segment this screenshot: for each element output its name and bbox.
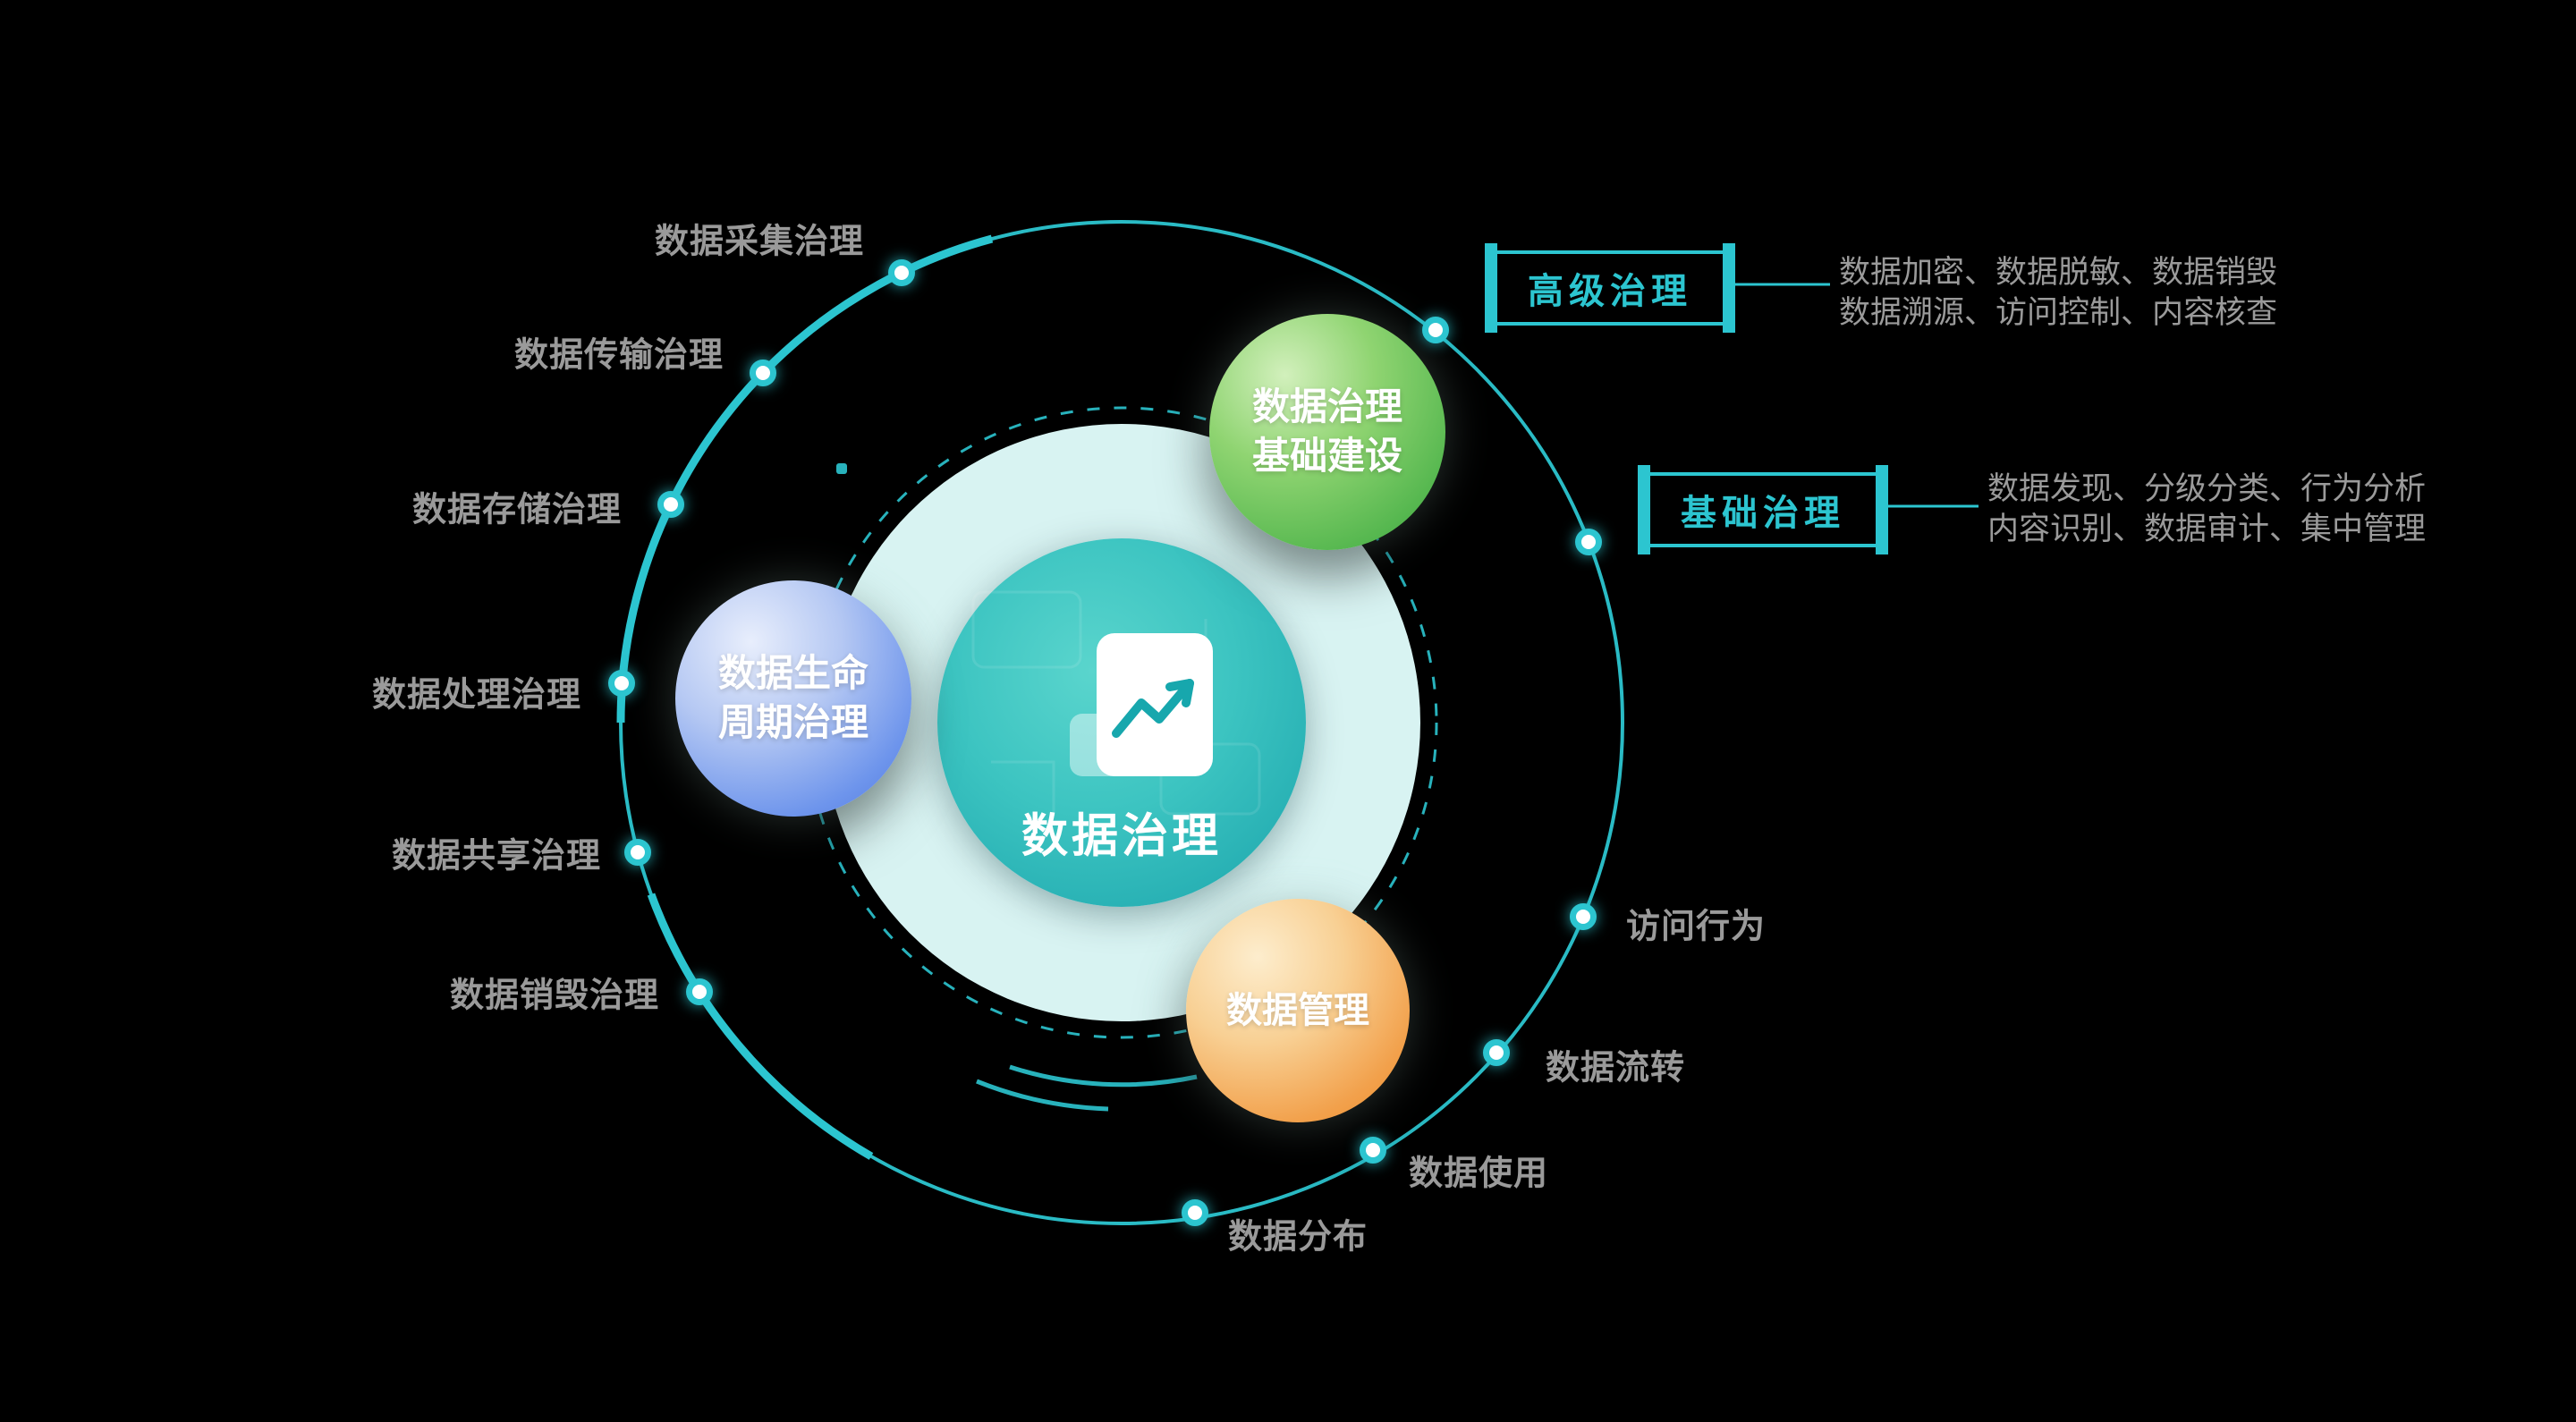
orbit-label-data-distribution: 数据分布 bbox=[1227, 1218, 1368, 1257]
orbit-node-dot bbox=[1182, 1199, 1208, 1226]
orbit-label-transmission: 数据传输治理 bbox=[513, 336, 724, 375]
bubble-lifecycle-line1: 数据生命 bbox=[717, 652, 869, 695]
callout-basic-desc-line1: 数据发现、分级分类、行为分析 bbox=[1987, 471, 2427, 506]
orbit-label-processing: 数据处理治理 bbox=[371, 676, 582, 715]
orbit-label-data-flow: 数据流转 bbox=[1545, 1049, 1686, 1088]
callout-advanced-desc-line1: 数据加密、数据脱敏、数据销毁 bbox=[1839, 255, 2278, 290]
bubble-management: 数据管理 bbox=[1186, 899, 1410, 1122]
orbit-node-dot bbox=[686, 978, 713, 1005]
deco-dot bbox=[836, 463, 847, 474]
orbit-node-dot bbox=[1570, 903, 1597, 930]
document-chart-icon bbox=[1070, 633, 1213, 776]
center-title: 数据治理 bbox=[1021, 810, 1223, 863]
orbit-node-dot bbox=[624, 839, 651, 866]
orbit-node-dot bbox=[1422, 317, 1449, 343]
callout-basic-desc: 数据发现、分级分类、行为分析 内容识别、数据审计、集中管理 bbox=[1987, 469, 2426, 549]
orbit-node-dot bbox=[657, 491, 684, 518]
callout-advanced-desc-line2: 数据溯源、访问控制、内容核查 bbox=[1839, 295, 2278, 330]
bubble-infrastructure-line2: 基础建设 bbox=[1251, 435, 1402, 477]
orbit-node-dot bbox=[1575, 529, 1602, 555]
orbit-label-access-behavior: 访问行为 bbox=[1625, 908, 1767, 946]
callout-basic-title: 基础治理 bbox=[1681, 494, 1845, 533]
orbit-label-data-usage: 数据使用 bbox=[1408, 1155, 1549, 1193]
bubble-lifecycle: 数据生命 周期治理 bbox=[675, 580, 911, 817]
orbit-node-dot bbox=[1360, 1137, 1386, 1164]
bubble-infrastructure-line1: 数据治理 bbox=[1251, 385, 1402, 428]
orbit-node-dot bbox=[1483, 1039, 1510, 1066]
callout-advanced-box: 高级治理 bbox=[1485, 243, 1735, 333]
bubble-management-line1: 数据管理 bbox=[1226, 991, 1369, 1030]
orbit-node-dot bbox=[608, 670, 635, 697]
bubble-lifecycle-line2: 周期治理 bbox=[717, 701, 869, 743]
orbit-node-dot bbox=[888, 259, 915, 286]
callout-advanced-desc: 数据加密、数据脱敏、数据销毁 数据溯源、访问控制、内容核查 bbox=[1839, 252, 2277, 333]
callout-basic-desc-line2: 内容识别、数据审计、集中管理 bbox=[1987, 512, 2427, 546]
orbit-label-storage: 数据存储治理 bbox=[411, 491, 623, 529]
bubble-infrastructure: 数据治理 基础建设 bbox=[1209, 314, 1445, 550]
orbit-node-dot bbox=[750, 360, 776, 386]
orbit-label-sharing: 数据共享治理 bbox=[391, 837, 602, 876]
callout-basic-box: 基础治理 bbox=[1638, 465, 1888, 554]
orbit-label-destruction: 数据销毁治理 bbox=[449, 977, 660, 1015]
orbit-label-collection: 数据采集治理 bbox=[654, 223, 865, 261]
callout-advanced-title: 高级治理 bbox=[1528, 272, 1692, 311]
